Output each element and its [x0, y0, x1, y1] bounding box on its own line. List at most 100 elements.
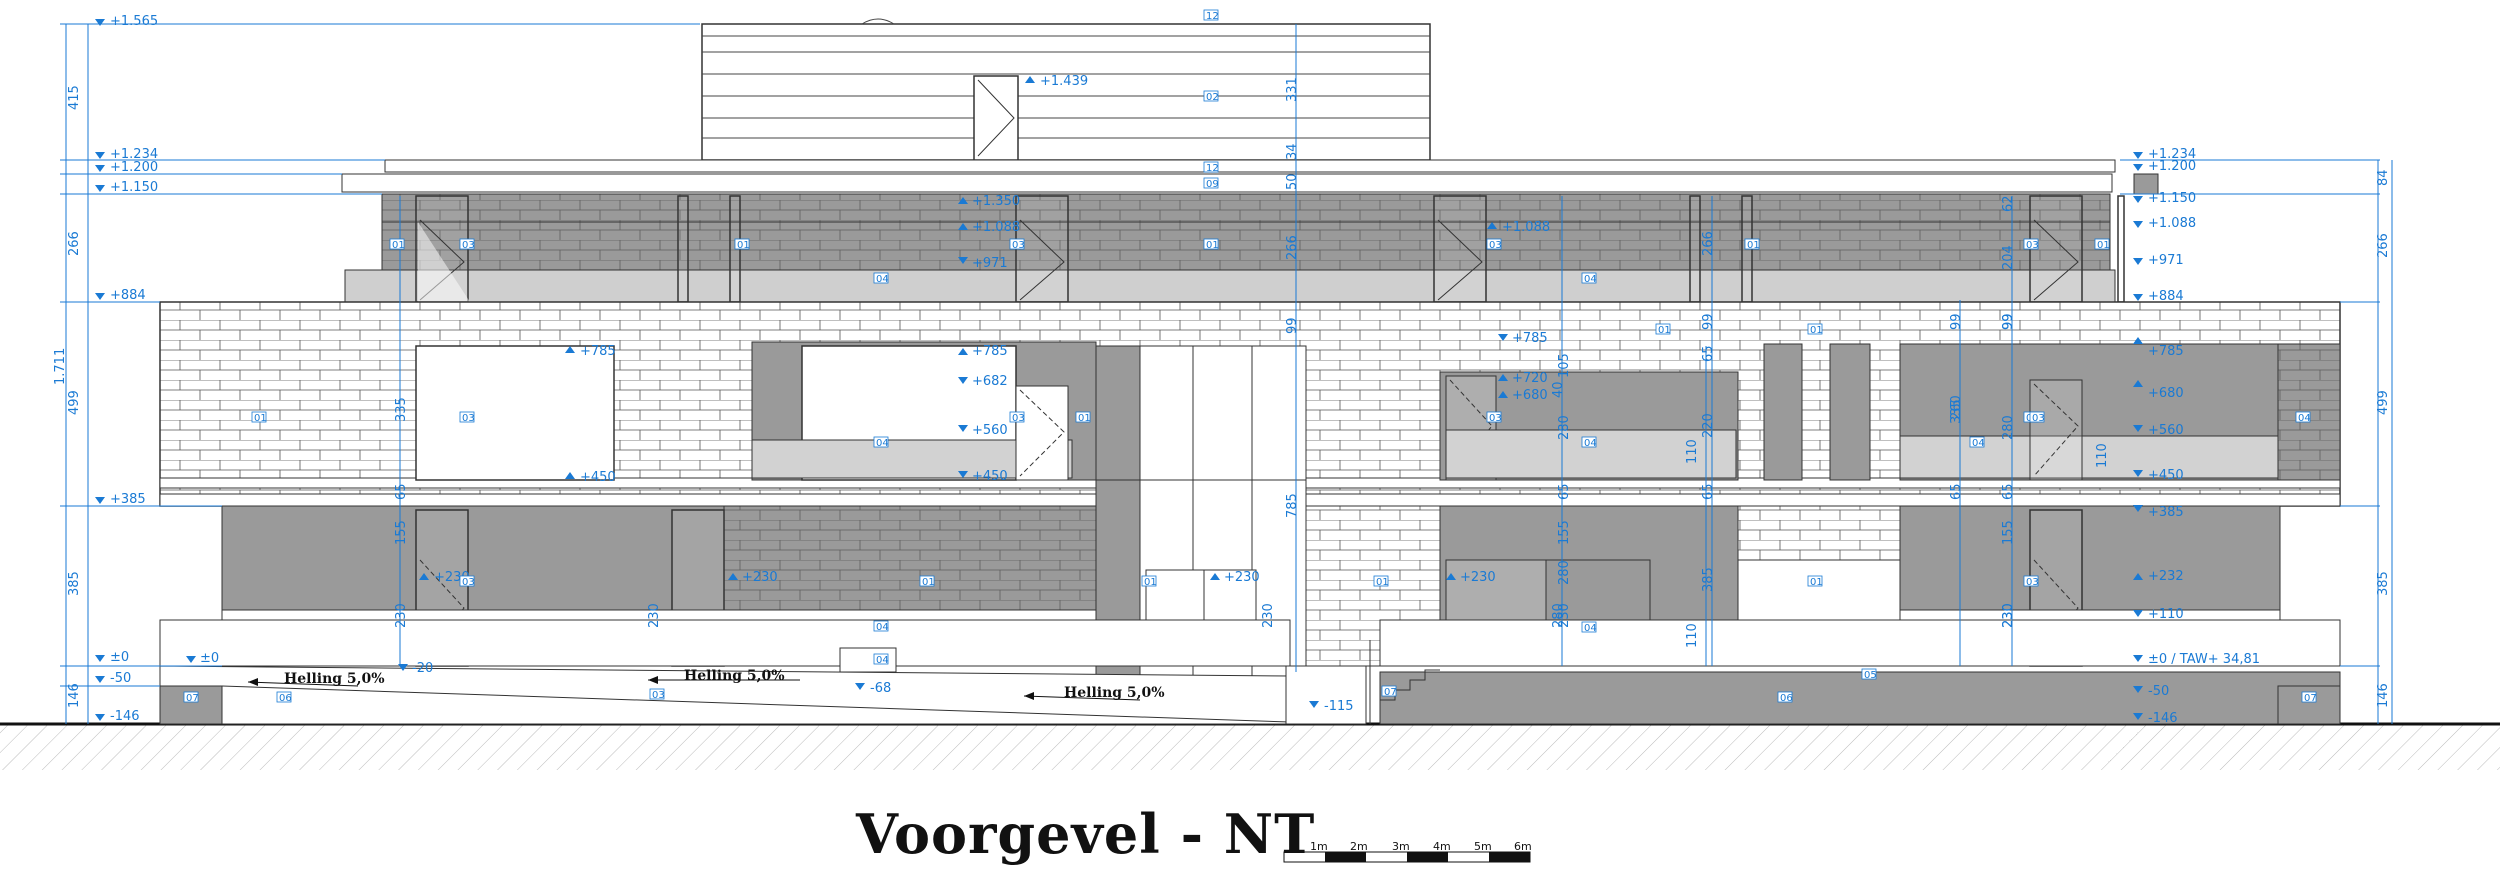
level-marker: +1.088	[958, 220, 1020, 235]
level-marker: +971	[958, 256, 1008, 271]
dim-label: 385	[1701, 567, 1716, 592]
dim-label: 65	[394, 483, 409, 500]
level-label: -50	[110, 671, 131, 686]
level-marker: +450	[2133, 468, 2184, 483]
dim-label: 110	[2095, 443, 2110, 468]
svg-text:03: 03	[462, 413, 475, 424]
level-label: +110	[2148, 607, 2184, 622]
level-marker: +230	[1210, 570, 1260, 585]
material-tag: 01	[919, 575, 935, 588]
dim-label: 155	[394, 520, 409, 545]
material-tag: 01	[1744, 238, 1760, 251]
material-tag: 03	[1009, 411, 1025, 424]
level-label: +680	[1512, 388, 1548, 403]
level-label: +385	[2148, 505, 2184, 520]
level-marker: +1.150	[2133, 191, 2196, 206]
svg-text:01: 01	[1206, 240, 1219, 251]
scale-label: 2m	[1350, 840, 1368, 853]
dim-label: 785	[1285, 493, 1300, 518]
dim-label: 230	[394, 603, 409, 628]
dims-inner: 331 34 50 266 99 335 65 155 230 230 230 …	[394, 77, 2110, 648]
level-label: +230	[1460, 570, 1496, 585]
ramp-arrow: Helling 5,0%	[648, 668, 800, 684]
dim-label: 105	[1557, 353, 1572, 378]
scale-label: 3m	[1392, 840, 1410, 853]
svg-text:03: 03	[462, 240, 475, 251]
level-marker: -146	[95, 709, 140, 724]
material-tag: 04	[1969, 436, 1985, 449]
level-marker: +560	[2133, 423, 2184, 438]
dim-label: 499	[2376, 390, 2391, 415]
material-tag: 03	[2023, 238, 2039, 251]
level-label: +560	[2148, 423, 2184, 438]
material-tag: 03	[1486, 238, 1502, 251]
svg-text:04: 04	[876, 622, 889, 633]
dim-label: 65	[2001, 483, 2016, 500]
svg-text:07: 07	[2304, 693, 2317, 704]
level-marker: ±0	[186, 651, 219, 666]
material-tag: 07	[2301, 691, 2317, 704]
dim-label: 99	[1701, 313, 1716, 330]
dim-label: 331	[1285, 77, 1300, 102]
ramp-labels: Helling 5,0% Helling 5,0% Helling 5,0%	[247, 668, 1165, 701]
level-label: -50	[2148, 684, 2169, 699]
dim-label: 65	[1949, 483, 1964, 500]
svg-text:12: 12	[1206, 11, 1219, 22]
svg-text:03: 03	[2032, 413, 2045, 424]
dim-label: 155	[1557, 520, 1572, 545]
svg-text:01: 01	[737, 240, 750, 251]
level-label: -68	[870, 681, 891, 696]
level-marker: +1.200	[2133, 159, 2196, 174]
material-tag: 03	[459, 411, 475, 424]
svg-text:01: 01	[1658, 325, 1671, 336]
dim-label: 155	[2001, 520, 2016, 545]
level-marker: +785	[2133, 337, 2184, 359]
dim-label: 335	[1949, 399, 1964, 424]
svg-text:01: 01	[1078, 413, 1091, 424]
level-marker: -115	[1309, 699, 1354, 714]
dim-label: 385	[67, 571, 82, 596]
level-label: -115	[1324, 699, 1354, 714]
level-label: -20	[412, 661, 433, 676]
svg-text:01: 01	[1747, 240, 1760, 251]
svg-text:06: 06	[1780, 693, 1793, 704]
level-label: -146	[110, 709, 140, 724]
level-marker: +1.439	[1025, 74, 1088, 89]
svg-text:01: 01	[1144, 577, 1157, 588]
level-marker: +785	[565, 344, 616, 359]
svg-text:06: 06	[279, 693, 292, 704]
dim-label: 99	[2001, 313, 2016, 330]
material-tag: 01	[1141, 575, 1157, 588]
svg-text:03: 03	[1489, 240, 1502, 251]
material-tag: 01	[1075, 411, 1091, 424]
level-marker: +1.565	[95, 14, 158, 29]
material-tag: 06	[276, 691, 292, 704]
dim-label: 385	[2376, 571, 2391, 596]
material-tag: 04	[2295, 411, 2311, 424]
level-label: +1.150	[110, 180, 158, 195]
svg-text:04: 04	[1972, 438, 1985, 449]
material-tag: 04	[1581, 621, 1597, 634]
dim-label: 62	[2001, 195, 2016, 212]
scale-label: 4m	[1433, 840, 1451, 853]
svg-text:04: 04	[876, 274, 889, 285]
level-label: ±0	[200, 651, 219, 666]
svg-text:03: 03	[1012, 240, 1025, 251]
dim-label: 280	[1557, 560, 1572, 585]
level-label: +450	[972, 469, 1008, 484]
level-marker: -68	[855, 681, 891, 696]
svg-text:01: 01	[1810, 325, 1823, 336]
svg-text:04: 04	[1584, 438, 1597, 449]
level-label: +232	[2148, 569, 2184, 584]
level-marker: +971	[2133, 253, 2184, 268]
dim-label: 146	[67, 683, 82, 708]
material-tag: 07	[183, 691, 199, 704]
level-marker: +1.350	[958, 194, 1020, 209]
level-marker: +720	[1498, 371, 1548, 386]
svg-text:01: 01	[392, 240, 405, 251]
dim-label: 220	[1701, 413, 1716, 438]
material-tag: 02	[1203, 90, 1219, 103]
level-marker: +385	[2133, 505, 2184, 520]
level-label: +230	[1224, 570, 1260, 585]
material-tag: 01	[1807, 323, 1823, 336]
